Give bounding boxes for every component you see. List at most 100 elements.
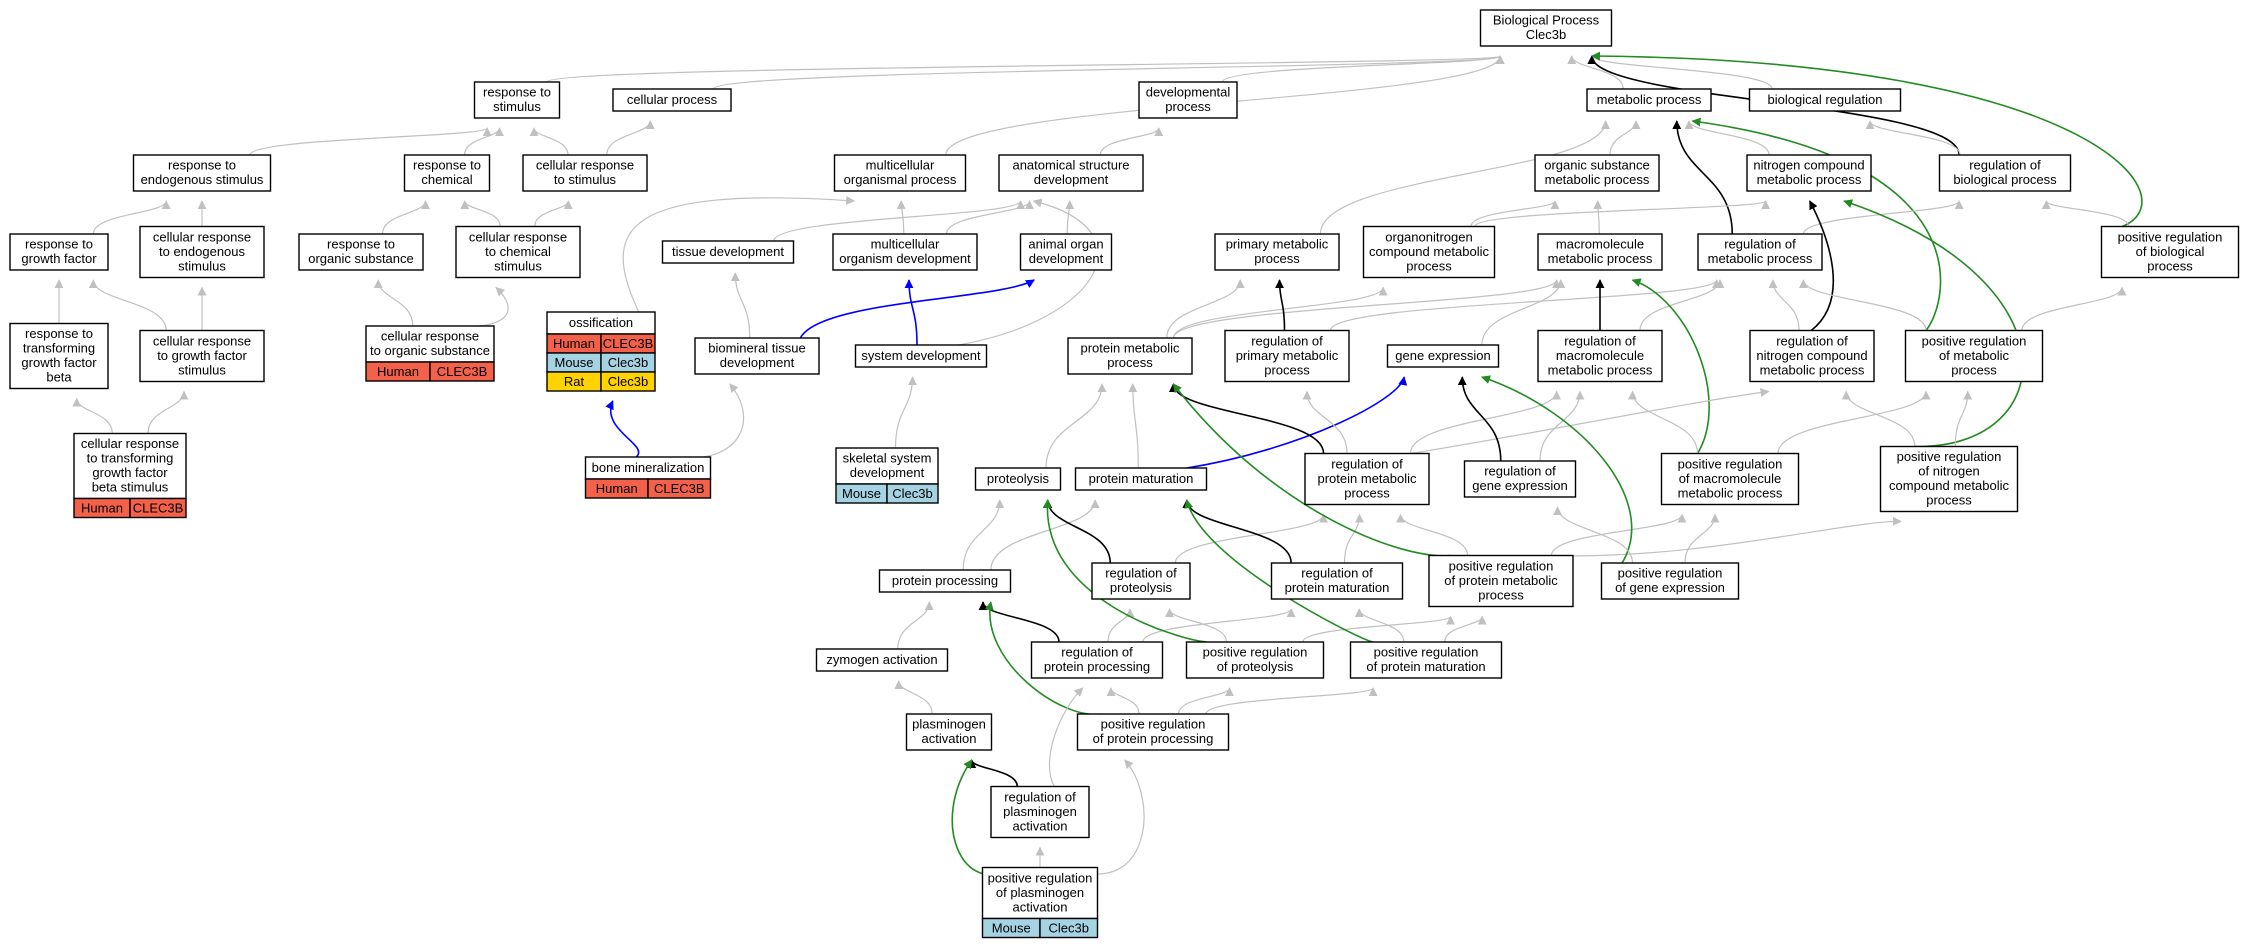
- go-term-box[interactable]: [1534, 154, 1660, 192]
- go-term-box[interactable]: [878, 569, 1012, 593]
- go-term-box[interactable]: [1749, 329, 1875, 383]
- go-term-box[interactable]: [1938, 154, 2072, 192]
- go-term-box[interactable]: [1600, 562, 1740, 600]
- go-term-box[interactable]: [990, 785, 1090, 839]
- go-term-box[interactable]: [1586, 88, 1712, 112]
- go-term-box[interactable]: [1074, 467, 1208, 491]
- go-term-box[interactable]: [73, 432, 187, 500]
- go-term-box[interactable]: [9, 233, 109, 271]
- go-term-box[interactable]: [403, 154, 491, 192]
- go-term-box[interactable]: [854, 344, 988, 368]
- go-term-gene-expression[interactable]: gene expression: [1386, 344, 1500, 368]
- go-term-box[interactable]: [981, 866, 1099, 920]
- go-term-box[interactable]: [522, 154, 648, 192]
- go-term-protein-maturation[interactable]: protein maturation: [1074, 467, 1208, 491]
- go-term-box[interactable]: [905, 713, 993, 751]
- go-term-box[interactable]: [1270, 562, 1404, 600]
- go-term-box[interactable]: [1746, 154, 1872, 192]
- go-term-box[interactable]: [1067, 337, 1193, 375]
- go-term-box[interactable]: [1076, 713, 1230, 751]
- go-term-box[interactable]: [1349, 641, 1503, 679]
- go-term-box[interactable]: [1537, 329, 1663, 383]
- go-term-box[interactable]: [661, 240, 795, 264]
- go-term-box[interactable]: [1697, 233, 1823, 271]
- go-term-biological-regulation[interactable]: biological regulation: [1748, 88, 1902, 112]
- go-term-box[interactable]: [139, 225, 265, 279]
- go-term-box[interactable]: [998, 154, 1144, 192]
- go-term-box[interactable]: [1879, 445, 2019, 513]
- go-term-box[interactable]: [832, 233, 978, 271]
- go-term-box[interactable]: [2100, 225, 2240, 279]
- go-term-box[interactable]: [9, 322, 109, 390]
- go-term-box[interactable]: [1362, 225, 1496, 279]
- go-term-box[interactable]: [1904, 329, 2044, 383]
- go-term-box[interactable]: [1224, 329, 1350, 383]
- go-term-box[interactable]: [1537, 233, 1663, 271]
- go-term-box[interactable]: [1091, 562, 1191, 600]
- go-term-box[interactable]: [1019, 233, 1113, 271]
- go-term-box[interactable]: [298, 233, 424, 271]
- go-term-box[interactable]: [365, 325, 495, 363]
- go-term-box[interactable]: [455, 225, 581, 279]
- go-term-box[interactable]: [694, 337, 820, 375]
- go-term-box[interactable]: [815, 648, 949, 672]
- go-term-box[interactable]: [1428, 554, 1574, 608]
- go-term-box[interactable]: [974, 467, 1062, 491]
- go-term-box[interactable]: [473, 81, 561, 119]
- go-term-box[interactable]: [132, 154, 272, 192]
- go-term-system-dev[interactable]: system development: [854, 344, 988, 368]
- go-term-box[interactable]: [1214, 233, 1340, 271]
- go-term-box[interactable]: [1138, 81, 1238, 119]
- go-term-box[interactable]: [835, 447, 939, 485]
- go-term-box[interactable]: [139, 329, 265, 383]
- go-term-box[interactable]: [1479, 9, 1613, 47]
- go-term-box[interactable]: [1185, 641, 1325, 679]
- go-term-tissue-dev[interactable]: tissue development: [661, 240, 795, 264]
- go-term-zymogen-activation[interactable]: zymogen activation: [815, 648, 949, 672]
- go-term-metabolic-process[interactable]: metabolic process: [1586, 88, 1712, 112]
- go-term-box[interactable]: [1660, 452, 1800, 506]
- go-term-box[interactable]: [612, 88, 732, 112]
- go-term-box[interactable]: [1748, 88, 1902, 112]
